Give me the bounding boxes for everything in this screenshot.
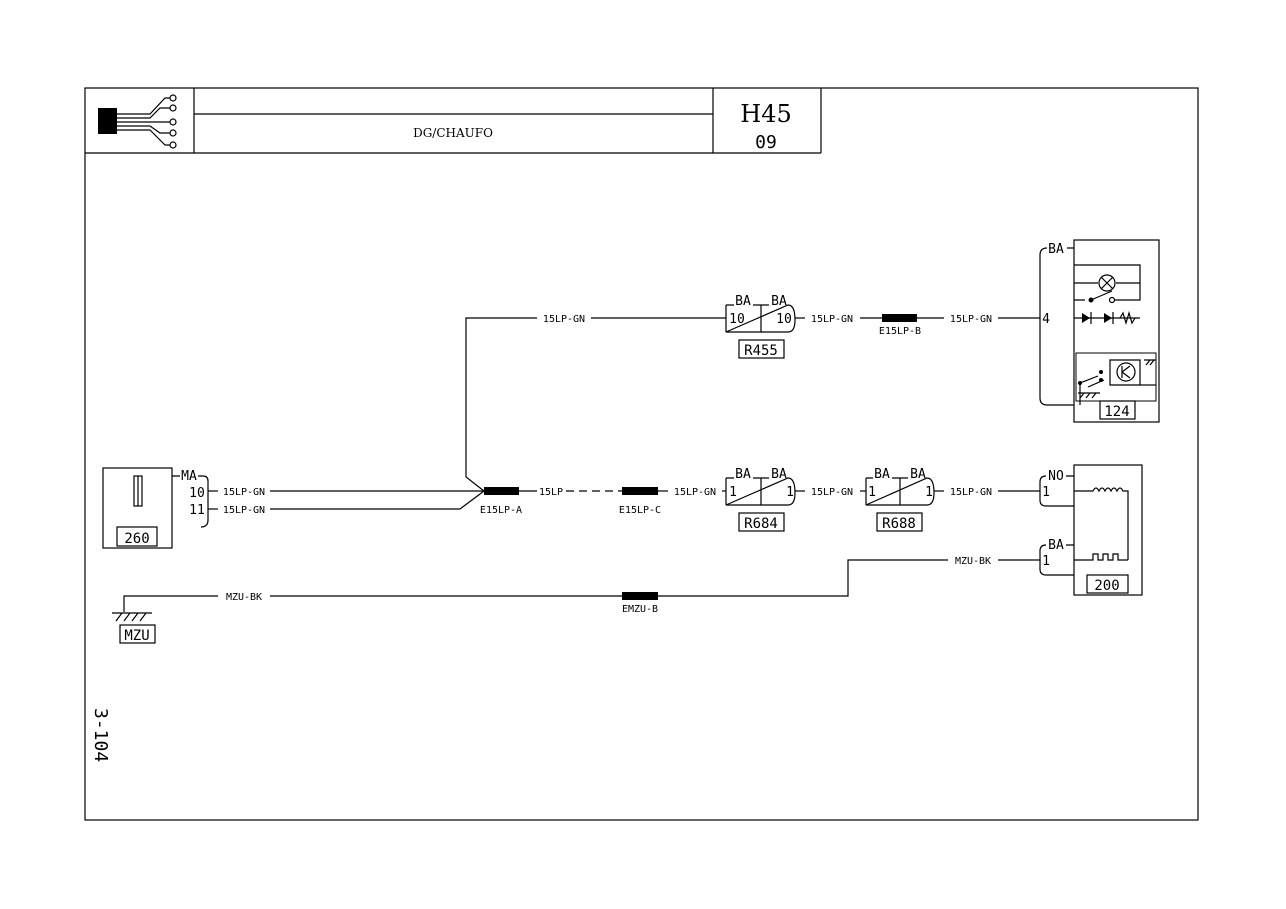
diagram-frame (84, 87, 1199, 821)
diagram-subcode: 09 (755, 132, 777, 153)
page-reference: 3-104 (90, 708, 111, 762)
svg-text:124: 124 (1104, 404, 1129, 420)
wire-label: 15LP-GN (811, 314, 853, 325)
diode-icon (1082, 313, 1090, 323)
svg-text:BA: BA (735, 294, 751, 309)
svg-text:BA: BA (1048, 242, 1064, 257)
svg-text:260: 260 (124, 531, 149, 547)
diagram-code: H45 (740, 100, 791, 128)
svg-text:BA: BA (771, 294, 787, 309)
resistor-icon (1119, 310, 1136, 326)
svg-text:BA: BA (1048, 538, 1064, 553)
connector-r688: BA BA 1 1 R688 (865, 467, 935, 532)
svg-text:BA: BA (874, 467, 890, 482)
svg-text:R455: R455 (744, 343, 778, 359)
wire-label: MZU-BK (226, 592, 262, 603)
svg-text:MA: MA (181, 469, 197, 484)
svg-text:R688: R688 (882, 516, 916, 532)
connector-r455: BA BA 10 10 R455 (725, 294, 796, 359)
component-260: 260 MA 10 11 (102, 467, 209, 549)
wire-label: MZU-BK (955, 556, 991, 567)
svg-text:1: 1 (1042, 554, 1050, 569)
svg-text:EMZU-B: EMZU-B (622, 604, 658, 615)
svg-text:E15LP-C: E15LP-C (619, 505, 661, 516)
svg-text:BA: BA (771, 467, 787, 482)
svg-text:MZU: MZU (124, 628, 149, 644)
diode-icon (1104, 313, 1112, 323)
heater-element-icon (1074, 553, 1128, 561)
svg-text:10: 10 (776, 312, 792, 327)
svg-text:200: 200 (1094, 578, 1119, 594)
component-124: BA 4 124 (1039, 239, 1160, 423)
title-block: DG/CHAUFO H45 09 (85, 88, 822, 154)
component-200: NO 1 BA 1 200 (1039, 464, 1143, 596)
diagram-title: DG/CHAUFO (413, 126, 493, 140)
relay-coil-icon (1116, 362, 1136, 382)
splice-emzu-b: EMZU-B (622, 592, 658, 615)
wire-label: 15LP (539, 487, 563, 498)
wire-label: 15LP-GN (811, 487, 853, 498)
svg-text:BA: BA (735, 467, 751, 482)
svg-text:BA: BA (910, 467, 926, 482)
splice-e15lp-c: E15LP-C (619, 487, 661, 516)
wire-label: 15LP-GN (223, 505, 265, 516)
wire-label: 15LP-GN (543, 314, 585, 325)
svg-text:1: 1 (925, 485, 933, 500)
heater-coil-icon (1074, 487, 1129, 560)
svg-text:R684: R684 (744, 516, 778, 532)
switch-icon (1108, 296, 1116, 304)
wire-label: 15LP-GN (950, 487, 992, 498)
svg-text:10: 10 (729, 312, 745, 327)
wire-label: 15LP-GN (674, 487, 716, 498)
svg-text:NO: NO (1048, 469, 1064, 484)
harness-logo-icon (98, 94, 177, 149)
svg-text:1: 1 (786, 485, 794, 500)
connector-r684: BA BA 1 1 R684 (725, 467, 796, 532)
svg-text:E15LP-B: E15LP-B (879, 326, 921, 337)
svg-text:1: 1 (729, 485, 737, 500)
svg-text:11: 11 (189, 503, 205, 518)
svg-text:1: 1 (1042, 485, 1050, 500)
svg-text:10: 10 (189, 486, 205, 501)
svg-text:E15LP-A: E15LP-A (480, 505, 522, 516)
svg-text:4: 4 (1042, 312, 1050, 327)
wire-label: 15LP-GN (950, 314, 992, 325)
ground-mzu: MZU (112, 612, 156, 644)
wire-labels: 15LP-GN 15LP-GN 15LP-GN 15LP-GN 15LP-GN … (223, 314, 992, 603)
wire-label: 15LP-GN (223, 487, 265, 498)
svg-text:1: 1 (868, 485, 876, 500)
splice-e15lp-a: E15LP-A (480, 487, 522, 516)
wires (123, 317, 1040, 612)
splice-e15lp-b: E15LP-B (879, 314, 921, 337)
